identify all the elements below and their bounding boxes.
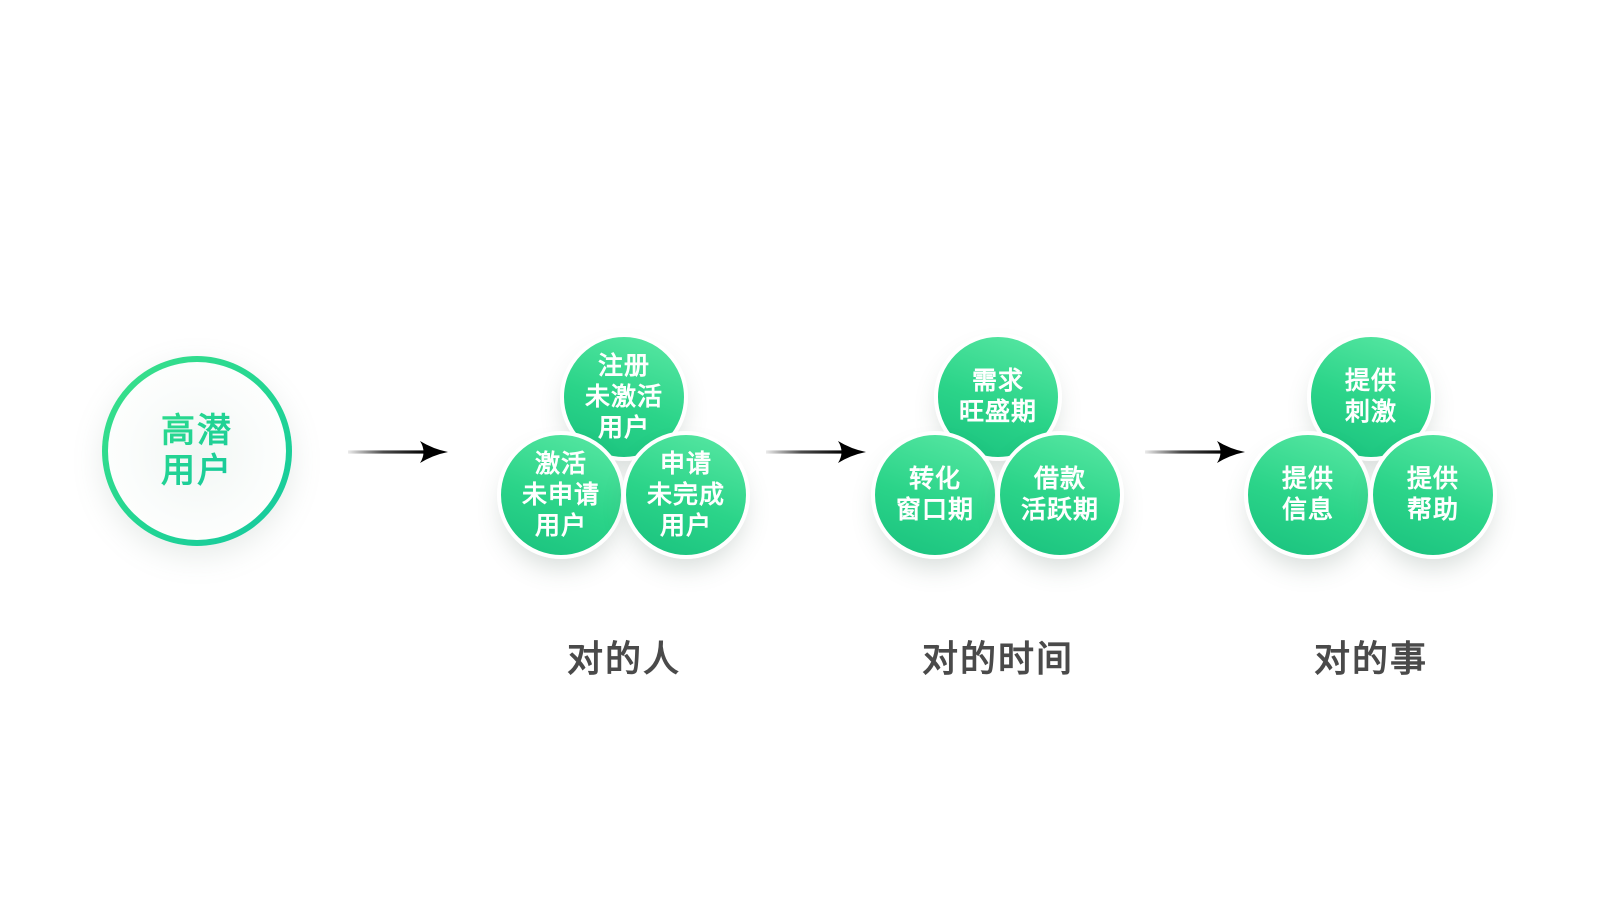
stage-right-thing: 提供 刺激 提供 信息 提供 帮助 对的事 bbox=[1243, 333, 1499, 693]
bubble-provide-help: 提供 帮助 bbox=[1369, 431, 1497, 559]
stage-right-time: 需求 旺盛期 转化 窗口期 借款 活跃期 对的时间 bbox=[870, 333, 1126, 693]
bubble-label: 转化 窗口期 bbox=[895, 465, 974, 524]
bubble-label: 需求 旺盛期 bbox=[958, 367, 1037, 426]
source-ring-inner: 高潜 用户 bbox=[108, 362, 286, 540]
stage-caption: 对的时间 bbox=[921, 638, 1074, 679]
source-label: 高潜 用户 bbox=[161, 412, 233, 490]
bubble-loan-active: 借款 活跃期 bbox=[996, 431, 1124, 559]
bubble-label: 激活 未申请 用户 bbox=[521, 449, 600, 540]
bubble-label: 提供 信息 bbox=[1281, 465, 1334, 524]
bubble-label: 提供 刺激 bbox=[1344, 367, 1397, 426]
bubble-activated-not-applied: 激活 未申请 用户 bbox=[497, 431, 625, 559]
bubble-label: 注册 未激活 用户 bbox=[584, 351, 663, 442]
bubble-conversion-window: 转化 窗口期 bbox=[871, 431, 999, 559]
flow-arrow-2 bbox=[766, 441, 866, 463]
flow-arrow-1 bbox=[348, 441, 448, 463]
bubble-applied-not-completed: 申请 未完成 用户 bbox=[622, 431, 750, 559]
flow-arrow-3 bbox=[1145, 441, 1245, 463]
source-ring-circle: 高潜 用户 bbox=[102, 356, 292, 546]
bubble-label: 申请 未完成 用户 bbox=[646, 449, 725, 540]
stage-caption: 对的事 bbox=[1313, 638, 1428, 679]
bubble-provide-info: 提供 信息 bbox=[1244, 431, 1372, 559]
bubble-label: 借款 活跃期 bbox=[1020, 465, 1099, 524]
stage-caption: 对的人 bbox=[566, 638, 681, 679]
bubble-label: 提供 帮助 bbox=[1406, 465, 1459, 524]
stage-right-people: 注册 未激活 用户 激活 未申请 用户 申请 未完成 用户 对的人 bbox=[496, 333, 752, 693]
